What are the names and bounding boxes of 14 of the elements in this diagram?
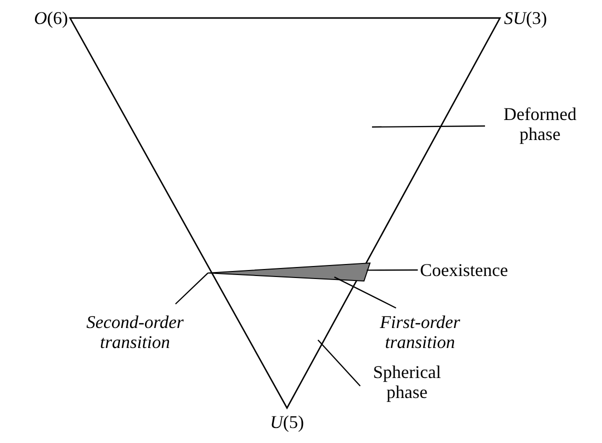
leader-line	[175, 272, 208, 304]
callout-label: Coexistence	[420, 260, 530, 280]
callout-label: Spherical phase	[362, 362, 452, 402]
leader-line	[372, 125, 485, 128]
vertex-label: O(6)	[33, 8, 68, 28]
callout-label: First-order transition	[360, 312, 480, 352]
vertex-label: U(5)	[269, 412, 305, 432]
callout-label: Second-order transition	[60, 312, 210, 352]
leader-line	[318, 340, 361, 386]
vertex-label: SU(3)	[504, 8, 548, 28]
leader-line	[334, 276, 396, 309]
leader-line	[366, 269, 418, 271]
coexistence-region	[208, 262, 371, 282]
callout-label: Deformed phase	[490, 104, 590, 144]
